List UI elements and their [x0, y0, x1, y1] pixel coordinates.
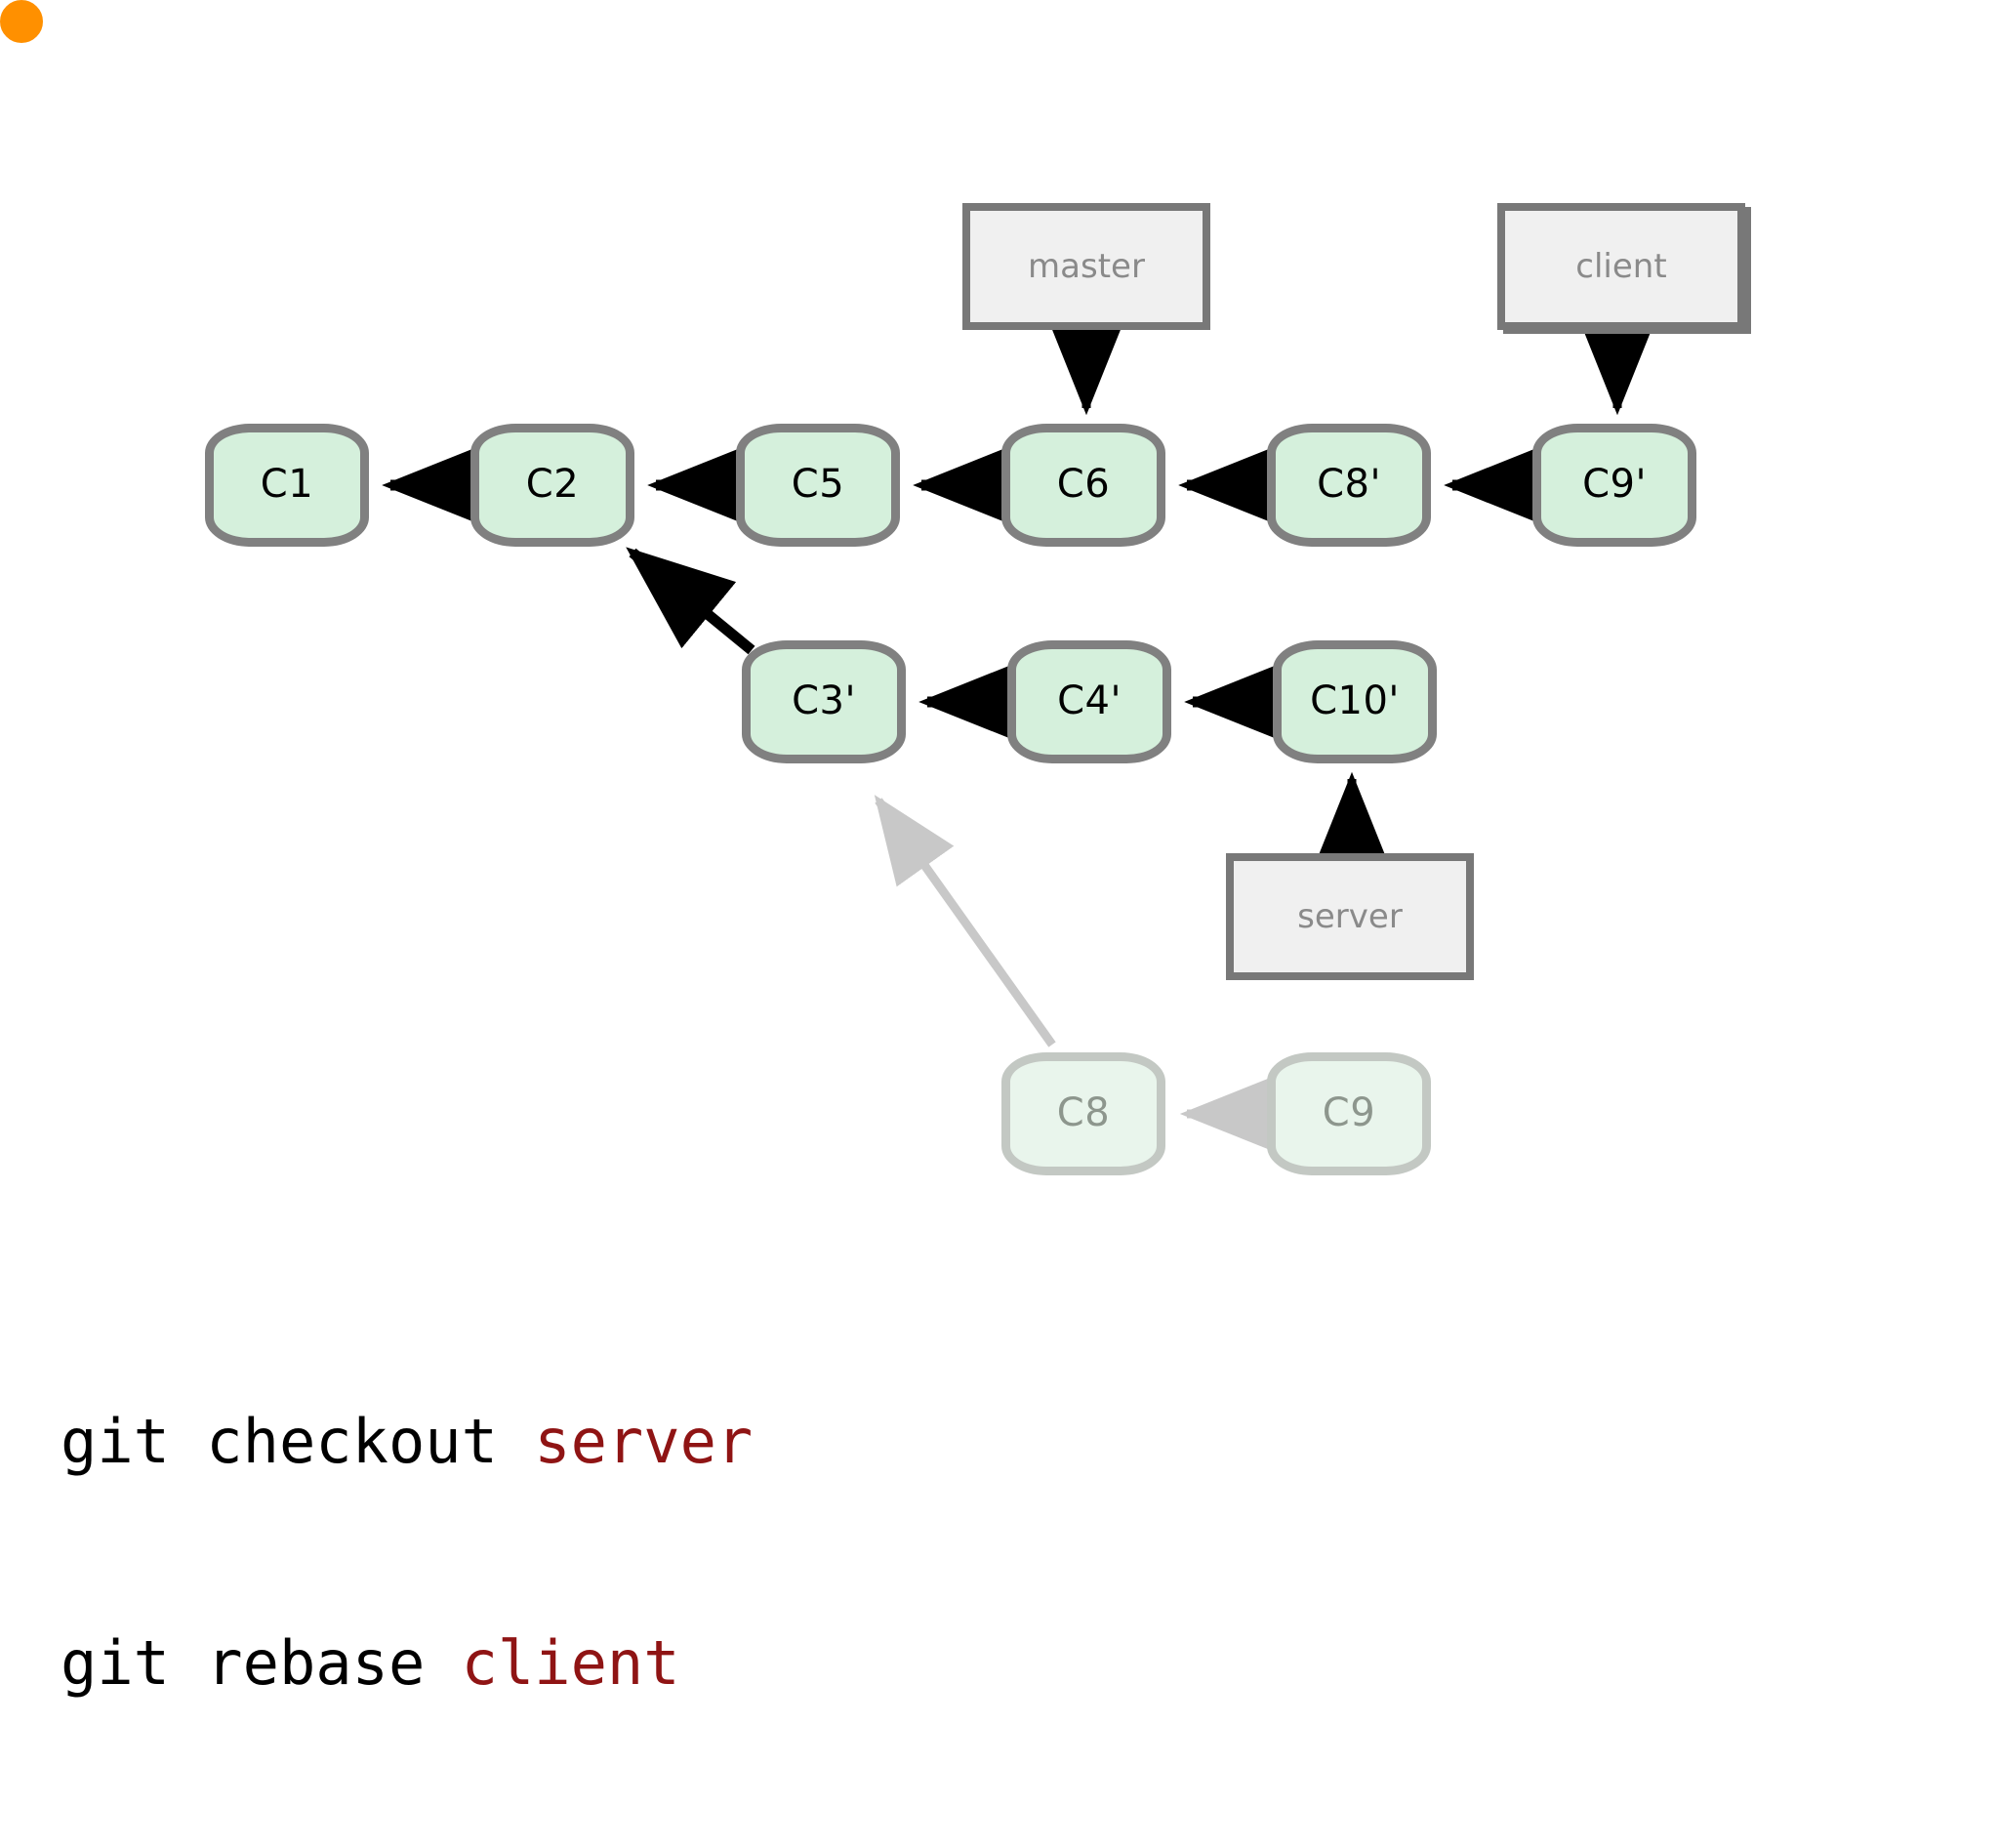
command-caption: git checkout server git rebase client — [61, 1257, 753, 1848]
commit-label-c8-prime: C8' — [1317, 462, 1381, 507]
command-line-2: git rebase client — [61, 1626, 753, 1701]
commit-label-c8: C8 — [1056, 1090, 1111, 1135]
commit-node-c4-prime[interactable]: C4' — [1007, 640, 1171, 763]
commit-node-c6[interactable]: C6 — [1001, 424, 1165, 547]
branch-label-server-text: server — [1297, 897, 1403, 936]
commit-label-c6: C6 — [1056, 462, 1111, 507]
commit-node-c9-prime[interactable]: C9' — [1532, 424, 1696, 547]
commit-label-c10-prime: C10' — [1310, 678, 1400, 723]
branch-label-client[interactable]: client — [1497, 203, 1745, 330]
commit-label-c2: C2 — [525, 462, 580, 507]
commit-label-c9: C9 — [1322, 1090, 1376, 1135]
command-line-1: git checkout server — [61, 1405, 753, 1479]
commit-label-c9-prime: C9' — [1582, 462, 1647, 507]
commit-node-c2[interactable]: C2 — [470, 424, 634, 547]
command-line-2-cmd: git rebase — [61, 1627, 462, 1700]
branch-label-server[interactable]: server — [1226, 853, 1474, 980]
commit-label-c5: C5 — [791, 462, 845, 507]
commit-label-c1: C1 — [260, 462, 314, 507]
branch-label-master-text: master — [1028, 247, 1145, 286]
commit-node-c10-prime[interactable]: C10' — [1273, 640, 1437, 763]
diagram-canvas: master client server C1 C2 C5 C6 C8' C9'… — [0, 0, 1751, 1699]
commit-node-c3-prime[interactable]: C3' — [742, 640, 906, 763]
commit-node-c5[interactable]: C5 — [736, 424, 900, 547]
commit-label-c3-prime: C3' — [792, 678, 856, 723]
branch-label-master[interactable]: master — [962, 203, 1210, 330]
commit-node-c1[interactable]: C1 — [205, 424, 369, 547]
commit-node-c9-abandoned[interactable]: C9 — [1267, 1052, 1431, 1175]
c3p-to-c2-arrow — [626, 547, 755, 655]
rebase-highlight-region — [0, 0, 43, 43]
command-line-1-arg: server — [534, 1406, 754, 1478]
branch-label-client-text: client — [1575, 247, 1667, 286]
commit-node-c8-prime[interactable]: C8' — [1267, 424, 1431, 547]
command-line-1-cmd: git checkout — [61, 1406, 535, 1478]
faded-c8-to-c3p-arrow — [874, 795, 1056, 1047]
commit-node-c8-abandoned[interactable]: C8 — [1001, 1052, 1165, 1175]
commit-label-c4-prime: C4' — [1057, 678, 1122, 723]
command-line-2-arg: client — [461, 1627, 680, 1700]
